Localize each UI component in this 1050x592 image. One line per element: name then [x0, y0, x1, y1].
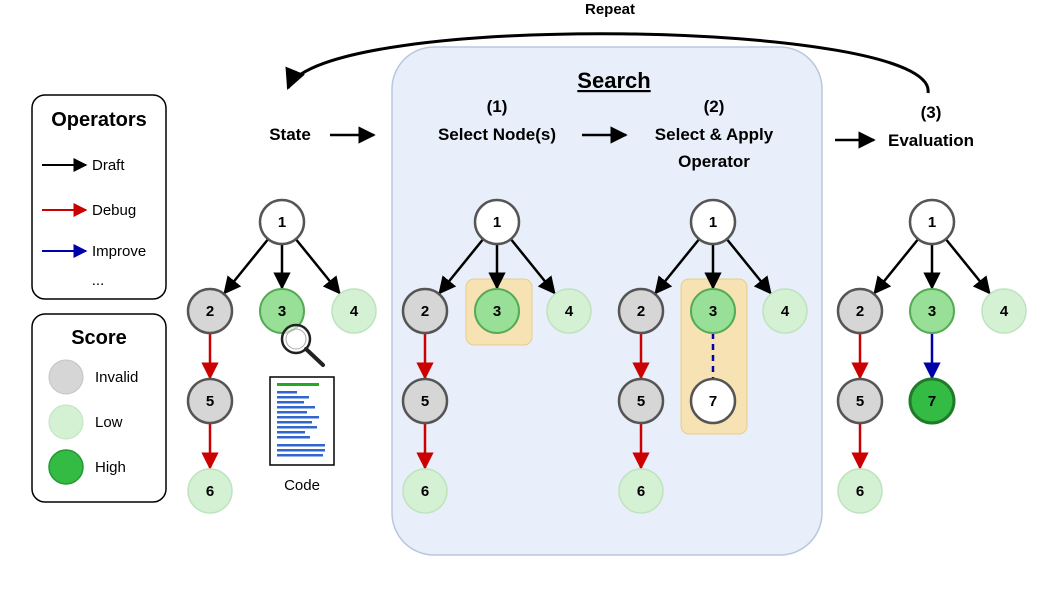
high-label: High: [95, 459, 126, 476]
operators-legend: Operators Draft Debug Improve ...: [31, 94, 167, 300]
state-tree-node-5: 5: [186, 377, 234, 425]
step2-number: (2): [704, 97, 725, 116]
state-tree-node-2-label: 2: [206, 303, 214, 320]
apply-tree-node-3-label: 3: [709, 303, 717, 320]
apply-tree-node-1: 1: [689, 198, 737, 246]
state-tree-node-1-label: 1: [278, 214, 286, 231]
step2-label-line1: Select & Apply: [655, 125, 774, 144]
select-tree-node-3-label: 3: [493, 303, 501, 320]
invalid-label: Invalid: [95, 369, 138, 386]
state-tree-edge-1-2: [223, 238, 270, 295]
eval-tree-node-6-label: 6: [856, 483, 864, 500]
improve-label: Improve: [92, 243, 146, 260]
score-legend-title: Score: [71, 327, 127, 349]
eval-tree-node-2: 2: [836, 287, 884, 335]
eval-tree-edge-1-2: [873, 238, 920, 295]
select-tree-node-6-label: 6: [421, 483, 429, 500]
code-document-icon: [269, 376, 335, 466]
state-tree-node-6-label: 6: [206, 483, 214, 500]
select-tree-node-6: 6: [402, 468, 448, 514]
eval-tree-node-7: 7: [908, 377, 956, 425]
state-label: State: [269, 125, 311, 144]
eval-tree-node-3-label: 3: [928, 303, 936, 320]
apply-tree-node-7-label: 7: [709, 393, 717, 410]
draft-label: Draft: [92, 157, 125, 174]
eval-tree-node-4: 4: [981, 288, 1027, 334]
step2-label-line2: Operator: [678, 152, 750, 171]
select-tree-node-4-label: 4: [565, 303, 574, 320]
apply-tree-node-1-label: 1: [709, 214, 717, 231]
low-label: Low: [95, 414, 123, 431]
select-tree-node-1: 1: [473, 198, 521, 246]
step3-number: (3): [921, 103, 942, 122]
high-swatch-icon: [48, 449, 84, 485]
repeat-arrow: [285, 32, 930, 94]
debug-label: Debug: [92, 202, 136, 219]
select-tree-node-1-label: 1: [493, 214, 501, 231]
search-panel: [391, 46, 823, 556]
step1-number: (1): [487, 97, 508, 116]
score-legend: Score Invalid Low High: [31, 313, 167, 503]
eval-tree-edge-1-4: [944, 238, 991, 295]
more-operators-ellipsis: ...: [92, 272, 105, 289]
state-tree-node-4: 4: [331, 288, 377, 334]
state-tree-edge-1-4: [294, 238, 341, 295]
repeat-label: Repeat: [585, 1, 635, 18]
select-tree-node-5: 5: [401, 377, 449, 425]
eval-tree-node-1: 1: [908, 198, 956, 246]
apply-tree-node-4-label: 4: [781, 303, 790, 320]
select-tree-node-2: 2: [401, 287, 449, 335]
apply-tree-node-7: 7: [689, 377, 737, 425]
apply-tree-node-6-label: 6: [637, 483, 645, 500]
step3-label: Evaluation: [888, 131, 974, 150]
eval-tree-node-6: 6: [837, 468, 883, 514]
eval-tree-node-2-label: 2: [856, 303, 864, 320]
state-tree-node-1: 1: [258, 198, 306, 246]
apply-tree-node-6: 6: [618, 468, 664, 514]
select-tree-node-4: 4: [546, 288, 592, 334]
select-tree-node-5-label: 5: [421, 393, 429, 410]
code-label: Code: [284, 477, 320, 494]
eval-tree-node-4-label: 4: [1000, 303, 1009, 320]
eval-tree-node-5: 5: [836, 377, 884, 425]
state-tree-node-4-label: 4: [350, 303, 359, 320]
select-tree-edge-1-2: [438, 238, 485, 295]
step1-label: Select Node(s): [438, 125, 556, 144]
operators-legend-title: Operators: [51, 109, 147, 131]
state-tree-node-2: 2: [186, 287, 234, 335]
apply-tree-edge-1-2: [654, 238, 701, 295]
eval-tree-node-5-label: 5: [856, 393, 864, 410]
eval-tree-node-1-label: 1: [928, 214, 936, 231]
apply-tree-node-2: 2: [617, 287, 665, 335]
select-tree-edge-1-4: [509, 238, 556, 295]
state-tree-node-5-label: 5: [206, 393, 214, 410]
state-tree-node-6: 6: [187, 468, 233, 514]
invalid-swatch-icon: [48, 359, 84, 395]
low-swatch-icon: [48, 404, 84, 440]
apply-tree-node-5-label: 5: [637, 393, 645, 410]
apply-tree-edge-1-4: [725, 238, 772, 295]
apply-tree-node-2-label: 2: [637, 303, 645, 320]
select-tree-node-3: 3: [474, 288, 520, 334]
state-tree-node-3-label: 3: [278, 303, 286, 320]
eval-tree-node-3: 3: [909, 288, 955, 334]
apply-tree-node-5: 5: [617, 377, 665, 425]
apply-tree-node-4: 4: [762, 288, 808, 334]
trees-layer: 1 2 3 4 5 6 1 2 3 4 5 6 1 2 3 4 5 6 7 1 2 3 4 5 6 7: [186, 198, 1027, 514]
magnifier-icon: [280, 323, 325, 367]
apply-tree-node-3: 3: [690, 288, 736, 334]
select-tree-node-2-label: 2: [421, 303, 429, 320]
eval-tree-node-7-label: 7: [928, 393, 936, 410]
search-title: Search: [577, 68, 650, 93]
